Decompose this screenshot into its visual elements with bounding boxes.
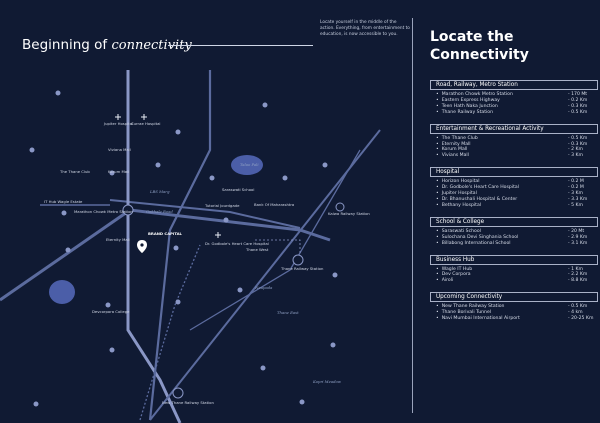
- hospital-icons: [115, 114, 221, 238]
- map-title: Beginning of connectivity: [22, 37, 192, 53]
- dashed-path: [255, 239, 301, 260]
- label-korum-mall: Korum Mall: [108, 169, 130, 174]
- label-marathon-metro: Marathon Chowk Metro Station: [74, 209, 133, 214]
- list-item: Saraswati School- 20 Mt: [436, 229, 598, 235]
- map-area: Beginning of connectivity Locate yoursel…: [0, 0, 410, 423]
- title-rule: [168, 45, 313, 46]
- metro-station-marker[interactable]: [122, 204, 134, 216]
- lake: [49, 280, 75, 304]
- list-item: Jupiter Hospital- 3 Km: [436, 191, 598, 197]
- section-title: Business Hub: [430, 254, 598, 265]
- label-thane-east: Thane East: [277, 310, 299, 315]
- list-item: Teen Hath Naka Junction- 0.3 Km: [436, 104, 598, 110]
- list-item: Wagle IT Hub- 1 Km: [436, 267, 598, 273]
- section-entertainment: Entertainment & Recreational Activity Th…: [430, 123, 598, 160]
- talao-pali-lake: [231, 155, 263, 175]
- section-list: Road, Railway, Metro Station Marathon Ch…: [430, 80, 598, 330]
- list-item: Dev Corpora- 2.2 Km: [436, 272, 598, 278]
- label-kopri: Kopri Meadow: [313, 379, 342, 384]
- title-plain: Beginning of: [22, 37, 108, 53]
- label-jupiter-hospital: Jupiter Hospital: [104, 121, 134, 126]
- label-tutorial: Tutorial Jourdgade: [205, 203, 240, 208]
- list-item: Thane Railway Station- 0.5 Km: [436, 110, 598, 116]
- area-map[interactable]: [0, 0, 410, 423]
- label-gokhale-road: Gokhale Road: [146, 209, 173, 214]
- label-thane-west: Thane West: [246, 247, 269, 252]
- eastern-express-highway: [126, 70, 182, 423]
- list-item: Horizon Hospital- 0.2 M: [436, 179, 598, 185]
- section-title: Road, Railway, Metro Station: [430, 80, 598, 90]
- list-item: New Thane Railway Station- 0.5 Km: [436, 304, 598, 310]
- label-kalwa-station: Kalwa Railway Station: [328, 211, 370, 216]
- kalwa-railway-marker[interactable]: [335, 202, 345, 212]
- list-item: Navi Mumbai International Airport- 20-25…: [436, 316, 598, 322]
- lbs-marg-road: [0, 208, 331, 302]
- new-thane-railway-marker[interactable]: [172, 387, 184, 399]
- railway-line: [149, 129, 381, 421]
- panel-title: Locate the Connectivity: [430, 28, 529, 64]
- label-bank-of-maharashtra: Bank Of Maharashtra: [254, 202, 295, 207]
- list-item: Marathon Chowk Metro Station- 170 Mt: [436, 92, 598, 98]
- section-school: School & College Saraswati School- 20 Mt…: [430, 216, 598, 247]
- label-saraswati-school: Saraswati School: [222, 187, 255, 192]
- list-item: Dr. Bhanushali Hospital & Center- 3.3 Km: [436, 197, 598, 203]
- tagline: Locate yourself in the middle of the act…: [320, 20, 410, 37]
- label-godbole-hospital: Dr. Godbole's Heart Care Hospital: [205, 241, 269, 246]
- list-item: Bethany Hospital- 5 Km: [436, 203, 598, 209]
- title-script: connectivity: [111, 38, 192, 53]
- section-upcoming: Upcoming Connectivity New Thane Railway …: [430, 292, 598, 322]
- gokhale-road: [109, 199, 301, 229]
- thane-railway-marker[interactable]: [292, 254, 304, 266]
- label-talao-pali: Talao Pali: [240, 162, 259, 167]
- label-thane-club: The Thane Club: [60, 169, 90, 174]
- location-pins: [29, 90, 338, 407]
- label-lbs-marg: LBS Marg: [150, 189, 170, 194]
- section-title: Hospital: [430, 167, 598, 178]
- label-devcorpora: Devcorpora College: [92, 309, 130, 314]
- list-item: Korum Mall- 2 Km: [436, 147, 598, 153]
- panel-title-line1: Locate the: [430, 29, 514, 45]
- project-pin-dot: [140, 243, 144, 247]
- section-title: School & College: [430, 216, 598, 227]
- list-item: Eastern Express Highway- 0.2 Km: [436, 98, 598, 104]
- label-naupada: Naupada: [255, 285, 273, 290]
- list-item: Airoli- 8.8 Km: [436, 278, 598, 284]
- label-brand-capital: BRAND CAPITAL: [148, 231, 182, 236]
- list-item: The Thane Club- 0.5 Km: [436, 136, 598, 142]
- label-thane-railway: Thane Railway Station: [281, 266, 324, 271]
- label-viviana-mall: Viviana Mall: [108, 147, 131, 152]
- list-item: Thane Borivali Tunnel- 4 km: [436, 310, 598, 316]
- section-road-rail: Road, Railway, Metro Station Marathon Ch…: [430, 80, 598, 116]
- section-title: Entertainment & Recreational Activity: [430, 123, 598, 134]
- label-new-thane-station: New Thane Railway Station: [162, 400, 214, 405]
- panel-title-line2: Connectivity: [430, 47, 529, 63]
- section-hospital: Hospital Horizon Hospital- 0.2 M Dr. God…: [430, 167, 598, 209]
- list-item: Dr. Godbole's Heart Care Hospital- 0.2 M: [436, 185, 598, 191]
- list-item: Sulochana Devi Singhania School- 2.9 Km: [436, 235, 598, 241]
- section-business: Business Hub Wagle IT Hub- 1 Km Dev Corp…: [430, 254, 598, 285]
- label-eternity-mall: Eternity Mall: [106, 237, 130, 242]
- section-title: Upcoming Connectivity: [430, 292, 598, 303]
- list-item: Eternity Mall- 0.3 Km: [436, 142, 598, 148]
- minor-road: [189, 149, 361, 331]
- dashed-road: [139, 244, 201, 421]
- main-road-north: [148, 70, 212, 421]
- label-currae-hospital: Currae Hospital: [131, 121, 161, 126]
- list-item: Billabong International School- 3.1 Km: [436, 241, 598, 247]
- connectivity-panel: Locate the Connectivity Road, Railway, M…: [430, 0, 598, 423]
- label-it-hub: IT Hub Wagle Estate: [44, 199, 83, 204]
- list-item: Vivians Mall- 3 Km: [436, 153, 598, 159]
- panel-divider: [412, 18, 413, 413]
